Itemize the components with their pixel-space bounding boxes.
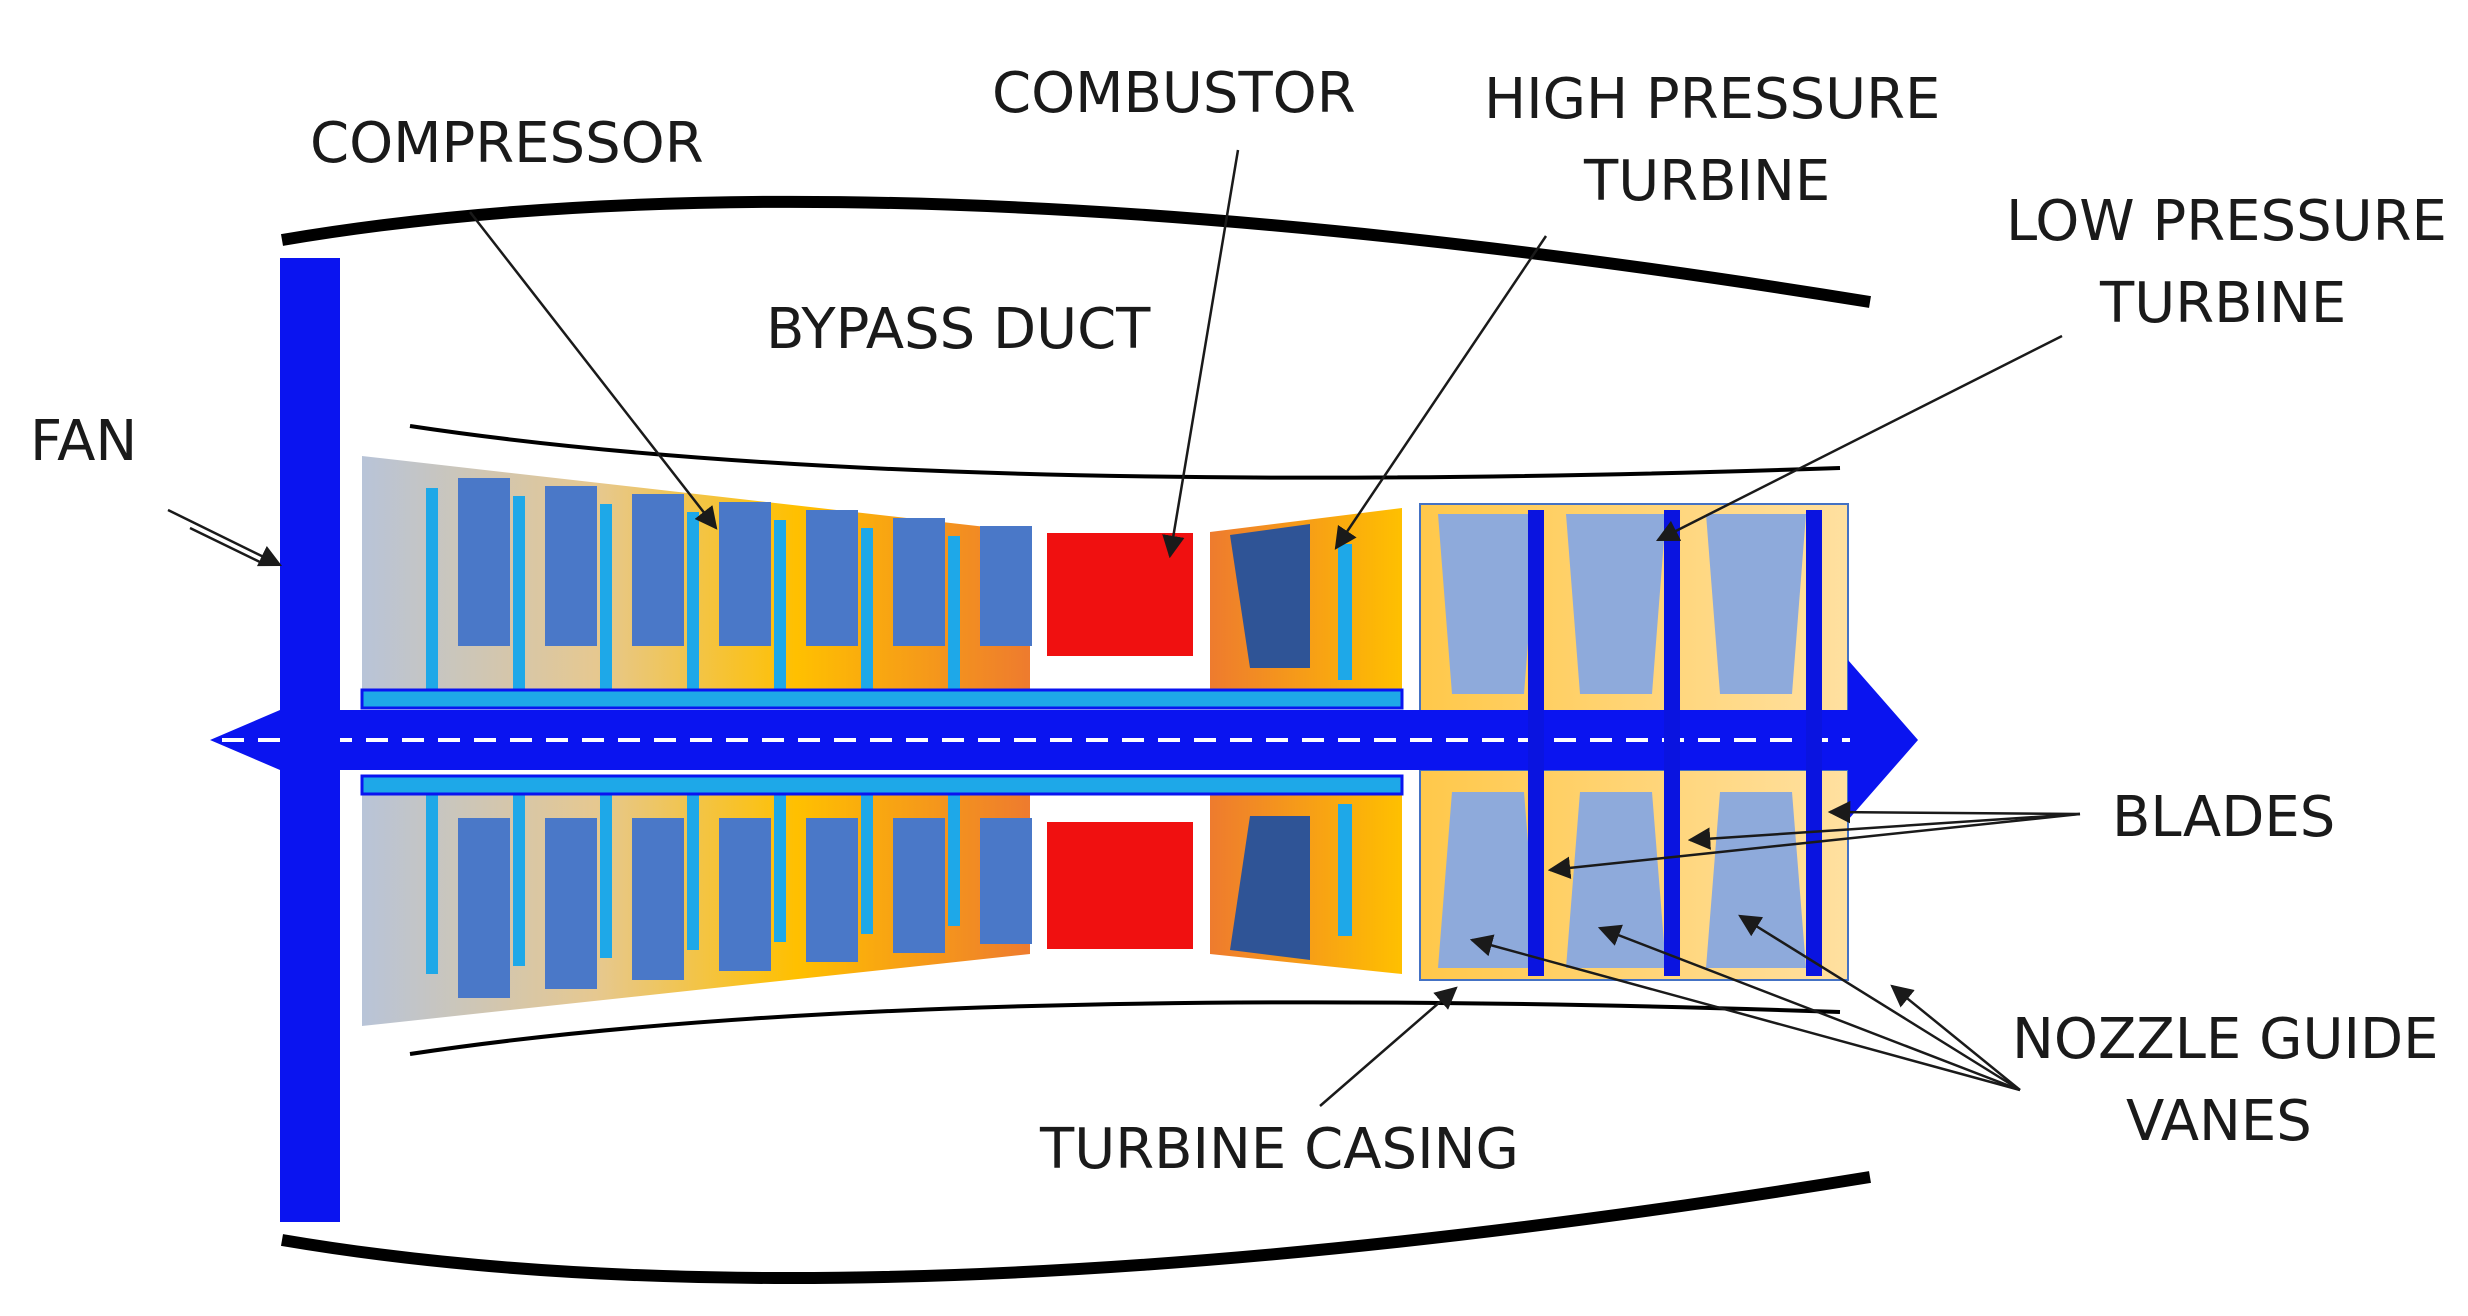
label-turbine-casing: TURBINE CASING [1039,1117,1519,1182]
lpt-vane-2 [1566,514,1666,694]
label-lpt-2: TURBINE [2099,271,2346,336]
compressor-blades-top [426,488,960,690]
compressor-vane-2 [545,486,597,646]
lpt-blades [1528,510,1822,976]
compressor-blade-lower-1 [426,794,438,974]
fan [280,258,340,1222]
hpt-leader [1334,235,1548,550]
compressor-vane-7 [980,526,1032,646]
compressor-vane-lower-3 [632,818,684,980]
label-ngv-1: NOZZLE GUIDE [2012,1007,2438,1072]
ngv-leader-2 [1597,924,2021,1092]
compressor-blade-6 [861,528,873,690]
fan-leader [167,508,283,567]
ngv-leader-1 [1469,934,2021,1092]
compressor-blade-lower-3 [600,794,612,958]
compressor-leader [469,211,718,530]
label-combustor: COMBUSTOR [992,61,1356,126]
ngv-leader-3 [1738,914,2021,1092]
compressor-blade-7 [948,536,960,690]
compressor-blade-3 [600,504,612,690]
compressor-vanes-top [458,478,1032,646]
lpt-vane-3 [1706,514,1806,694]
compressor-vane-lower-2 [545,818,597,989]
compressor-blade-2 [513,496,525,690]
compressor-vane-3 [632,494,684,646]
compressor-blade-lower-5 [774,794,786,942]
ngv-leader-4 [1890,984,2021,1091]
fan-leader-2 [189,526,263,565]
compressor-vanes-bottom [458,818,1032,998]
casing-leader [1319,986,1458,1107]
compressor-blade-lower-7 [948,794,960,926]
core-casing-top [409,424,1841,480]
label-ngv-2: VANES [2126,1089,2312,1154]
nacelle-top [280,195,1871,308]
compressor-vane-6 [893,518,945,646]
label-fan: FAN [30,409,137,474]
combustor-leader [1162,149,1240,559]
compressor-vane-lower-6 [893,818,945,953]
lpt-vane-1 [1438,514,1538,694]
lpt-vane-lower-1 [1438,792,1538,968]
label-hpt-2: TURBINE [1583,149,1830,214]
shaft-sleeve-bottom [360,774,1404,796]
compressor-vane-lower-7 [980,818,1032,944]
lpt-blade-3 [1806,510,1822,976]
combustor-bottom [1047,822,1193,949]
blades-leader-2 [1687,812,2081,850]
compressor-vane-lower-5 [806,818,858,962]
label-compressor: COMPRESSOR [310,111,704,176]
lpt-vanes-top [1438,514,1806,694]
compressor-blades-bottom [426,794,960,974]
hpt-vane-bottom [1230,816,1310,960]
lpt-vane-lower-3 [1706,792,1806,968]
compressor-blade-1 [426,488,438,690]
core-casing-bottom [409,1000,1841,1056]
label-blades: BLADES [2112,785,2335,850]
blades-leader-3 [1827,800,2081,824]
lpt-vane-lower-2 [1566,792,1666,968]
compressor-vane-4 [719,502,771,646]
label-lpt-1: LOW PRESSURE [2006,189,2447,254]
compressor-blade-lower-2 [513,794,525,966]
shaft-sleeve-top [360,688,1404,710]
lpt-blade-2 [1664,510,1680,976]
lpt-blade-1 [1528,510,1544,976]
compressor-blade-5 [774,520,786,690]
compressor-vane-1 [458,478,510,646]
hpt-blade-bottom [1338,804,1352,936]
compressor-blade-lower-6 [861,794,873,934]
compressor-vane-lower-1 [458,818,510,998]
label-hpt-1: HIGH PRESSURE [1484,67,1940,132]
compressor-blade-4 [687,512,699,690]
lpt-leader [1655,334,2063,542]
hpt-blade-top [1338,544,1352,680]
label-bypass-duct: BYPASS DUCT [766,297,1151,362]
nacelle-bottom [280,1171,1871,1284]
blades-leader-1 [1547,812,2081,880]
hpt-vane-top [1230,524,1310,668]
compressor-vane-lower-4 [719,818,771,971]
compressor-blade-lower-4 [687,794,699,950]
compressor-vane-5 [806,510,858,646]
lpt-vanes-bottom [1438,792,1806,968]
